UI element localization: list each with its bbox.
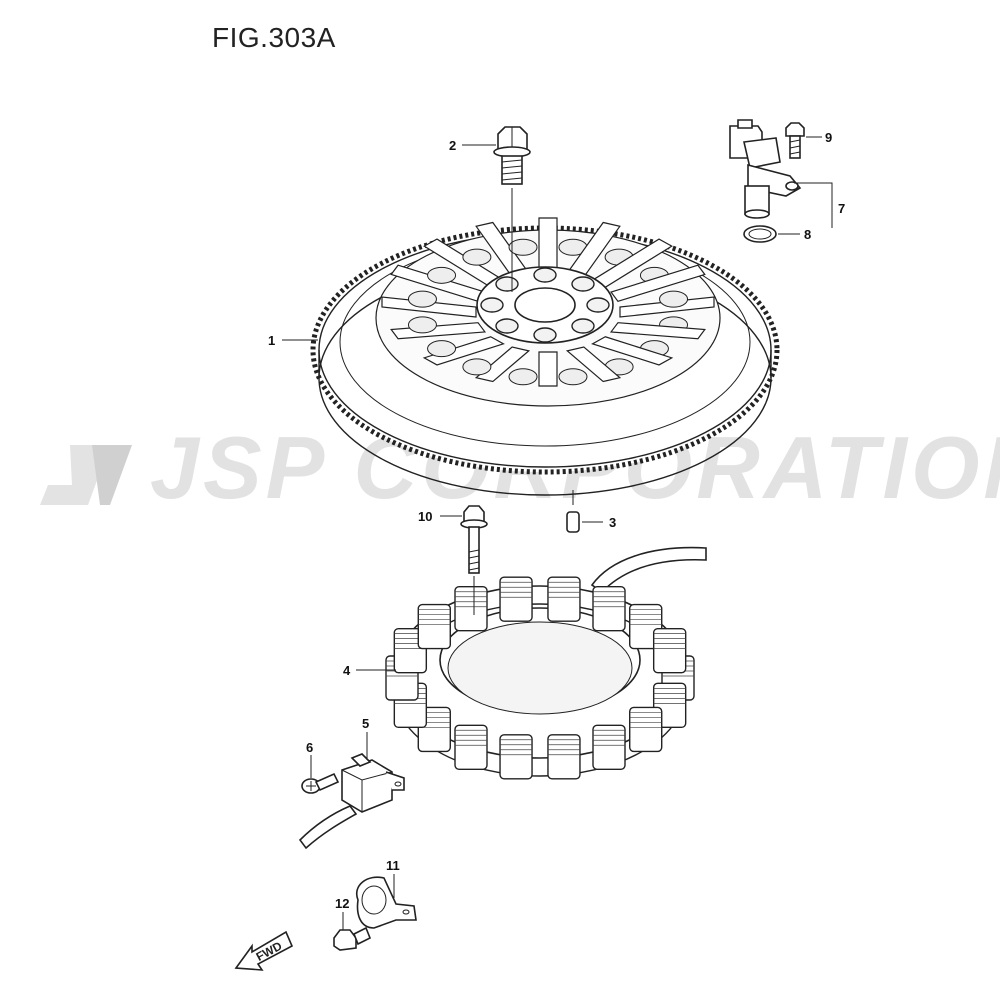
pulser-wire	[298, 805, 358, 850]
stator-coils	[385, 576, 695, 780]
stator-coil	[652, 627, 687, 674]
stator-coil	[592, 724, 626, 770]
callout-8: 8	[804, 227, 811, 242]
flywheel-fin	[610, 264, 706, 303]
flywheel-fin	[422, 336, 505, 366]
flywheel-fin	[538, 217, 558, 273]
callout-11: 11	[386, 858, 400, 873]
stator-coil	[417, 603, 451, 650]
callout-12: 12	[335, 896, 349, 911]
stator-coil	[547, 576, 581, 622]
stator-coil	[499, 576, 533, 622]
flywheel-vent-hole	[407, 290, 437, 308]
stator	[385, 546, 707, 780]
stator-bore-depth	[447, 621, 633, 715]
watermark-logo-stripe	[92, 445, 132, 505]
flywheel-vent-hole	[407, 316, 437, 334]
stator-bolt	[460, 505, 488, 615]
flywheel-fin	[609, 322, 706, 340]
flywheel-fin	[381, 296, 477, 318]
flywheel-hub-holes	[480, 267, 610, 343]
forward-direction-indicator: FWD	[234, 930, 294, 971]
callout-labels: 2 1 3 4 5 6 7 8 9 10 11 12	[268, 130, 845, 911]
fwd-arrow-icon	[234, 930, 294, 971]
flywheel-key	[566, 490, 580, 533]
callout-1: 1	[268, 333, 275, 348]
stator-coil	[592, 586, 626, 632]
callout-3: 3	[609, 515, 616, 530]
callout-9: 9	[825, 130, 832, 145]
flywheel-fins	[381, 217, 715, 387]
flywheel-fin	[591, 336, 674, 366]
pulser-screw	[301, 772, 340, 794]
stator-coil	[454, 724, 488, 770]
stator-coil	[454, 586, 488, 632]
wire-clamp	[355, 876, 417, 929]
flywheel-vent-hole	[508, 238, 538, 256]
stator-wire-lead	[590, 546, 707, 594]
leader-lines	[282, 136, 833, 930]
flywheel-bolt	[493, 126, 531, 292]
figure-title: FIG.303A	[212, 22, 336, 53]
flywheel-vent-hole	[558, 368, 588, 386]
flywheel-vent-hole	[427, 340, 457, 358]
flywheel-fin	[565, 346, 622, 383]
flywheel-vent-hole	[462, 248, 492, 266]
flywheel-vent-hole	[427, 266, 457, 284]
watermark-logo	[40, 445, 110, 505]
flywheel-center-bore	[514, 287, 576, 323]
flywheel-vent-hole	[508, 368, 538, 386]
sensor-bolt	[785, 122, 805, 159]
callout-7: 7	[838, 201, 845, 216]
stator-coil	[547, 734, 581, 780]
o-ring	[743, 225, 777, 243]
callout-2: 2	[449, 138, 456, 153]
callout-4: 4	[343, 663, 351, 678]
flywheel-rotor	[310, 217, 780, 496]
flywheel-rim-sides	[318, 350, 772, 378]
stator-coil	[499, 734, 533, 780]
flywheel-vent-hole	[659, 290, 689, 308]
flywheel-vent-hole	[462, 358, 492, 376]
flywheel-fin	[390, 322, 487, 340]
flywheel-fin	[538, 351, 558, 387]
clamp-screw	[333, 926, 372, 951]
flywheel-fin	[474, 346, 531, 383]
callout-10: 10	[418, 509, 432, 524]
callout-5: 5	[362, 716, 369, 731]
crank-position-sensor	[729, 119, 802, 219]
pulser-coil	[298, 753, 405, 850]
callout-6: 6	[306, 740, 313, 755]
stator-coil	[629, 706, 663, 753]
